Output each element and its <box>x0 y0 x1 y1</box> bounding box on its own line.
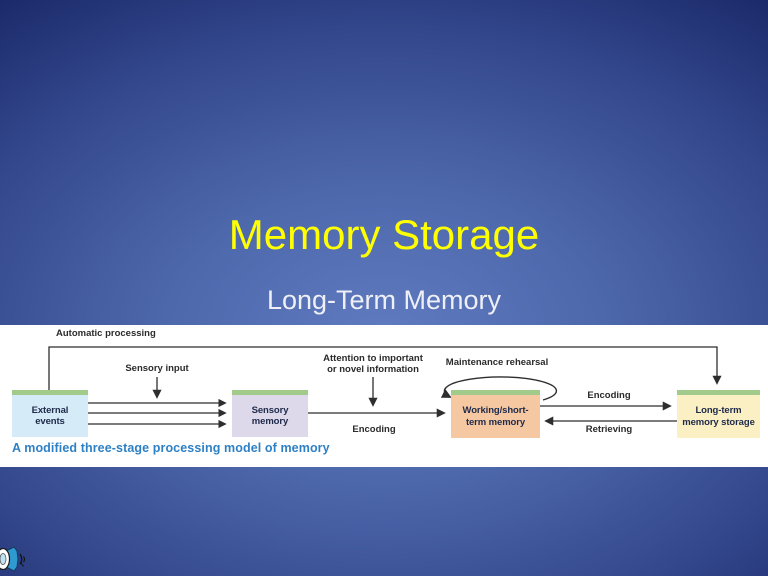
box-long-term-memory-storage: Long-term memory storage <box>677 390 760 438</box>
box-sensory-memory: Sensory memory <box>232 390 308 437</box>
label-maintenance-rehearsal: Maintenance rehearsal <box>445 357 549 368</box>
arrow-maintenance-rehearsal-loop <box>440 376 558 401</box>
box-sensory-memory-label: Sensory memory <box>251 404 289 427</box>
label-encoding-mid: Encoding <box>352 424 396 435</box>
label-encoding-right: Encoding <box>587 390 631 401</box>
box-external-events-label: External events <box>31 404 69 427</box>
box-working-short-term-memory: Working/short- term memory <box>451 390 540 438</box>
memory-model-figure: Automatic processing Sensory input Atten… <box>0 325 768 467</box>
arrow-automatic-processing <box>48 346 722 390</box>
slide-subtitle: Long-Term Memory <box>266 285 502 315</box>
audio-speaker-icon[interactable] <box>0 544 30 576</box>
box-long-term-memory-storage-label: Long-term memory storage <box>682 405 755 428</box>
label-attention: Attention to important or novel informat… <box>323 353 423 375</box>
slide-title: Memory Storage <box>228 211 540 258</box>
label-sensory-input: Sensory input <box>125 363 189 374</box>
figure-arrows <box>48 346 722 429</box>
figure-caption: A modified three-stage processing model … <box>12 441 330 455</box>
label-retrieving: Retrieving <box>585 424 633 435</box>
box-external-events: External events <box>12 390 88 437</box>
box-working-short-term-memory-label: Working/short- term memory <box>462 405 529 428</box>
label-automatic-processing: Automatic processing <box>56 328 156 339</box>
